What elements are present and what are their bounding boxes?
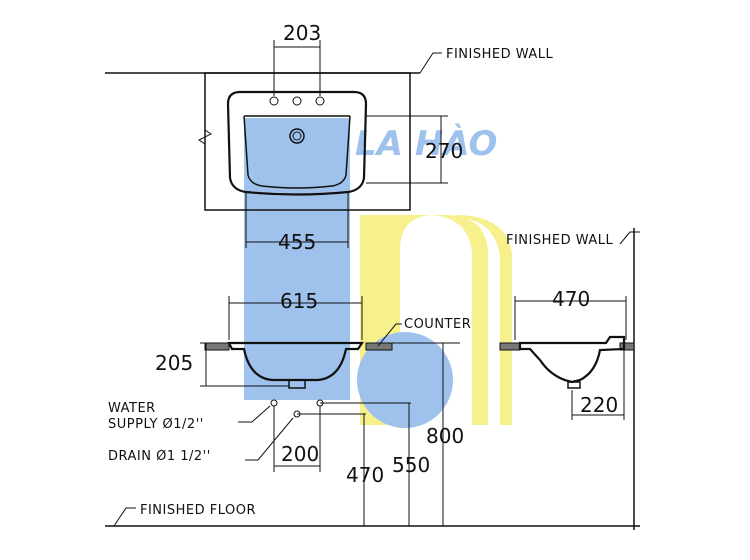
dim-205: 205 xyxy=(155,351,193,375)
dim-470-side: 470 xyxy=(552,287,590,311)
finished-wall-top-label: FINISHED WALL xyxy=(446,47,554,62)
top-view: FINISHED WALL 203 270 455 xyxy=(105,21,554,254)
water-supply-label-2: SUPPLY Ø1/2'' xyxy=(108,417,204,432)
counter-label: COUNTER xyxy=(404,317,471,332)
dim-200: 200 xyxy=(281,442,319,466)
finished-wall-side-label: FINISHED WALL xyxy=(506,233,614,248)
dim-615: 615 xyxy=(280,289,318,313)
dim-270: 270 xyxy=(425,139,463,163)
dim-800: 800 xyxy=(426,424,464,448)
dim-455: 455 xyxy=(278,230,316,254)
dim-470-height: 470 xyxy=(346,463,384,487)
dim-203: 203 xyxy=(283,21,321,45)
side-view: FINISHED WALL 470 220 xyxy=(499,228,640,530)
front-view: 615 COUNTER 205 WATER SUPPLY Ø1/2'' DRAI… xyxy=(105,289,640,527)
watermark-logo: LA HÀO xyxy=(244,118,512,428)
dim-550: 550 xyxy=(392,453,430,477)
watermark-text: LA HÀO xyxy=(355,123,497,164)
drain-label: DRAIN Ø1 1/2'' xyxy=(108,449,211,464)
water-supply-label-1: WATER xyxy=(108,401,156,416)
finished-floor-label: FINISHED FLOOR xyxy=(140,503,256,518)
dim-220: 220 xyxy=(580,393,618,417)
watermark-blue-bar xyxy=(244,118,350,400)
watermark-blue-circle xyxy=(357,332,453,428)
